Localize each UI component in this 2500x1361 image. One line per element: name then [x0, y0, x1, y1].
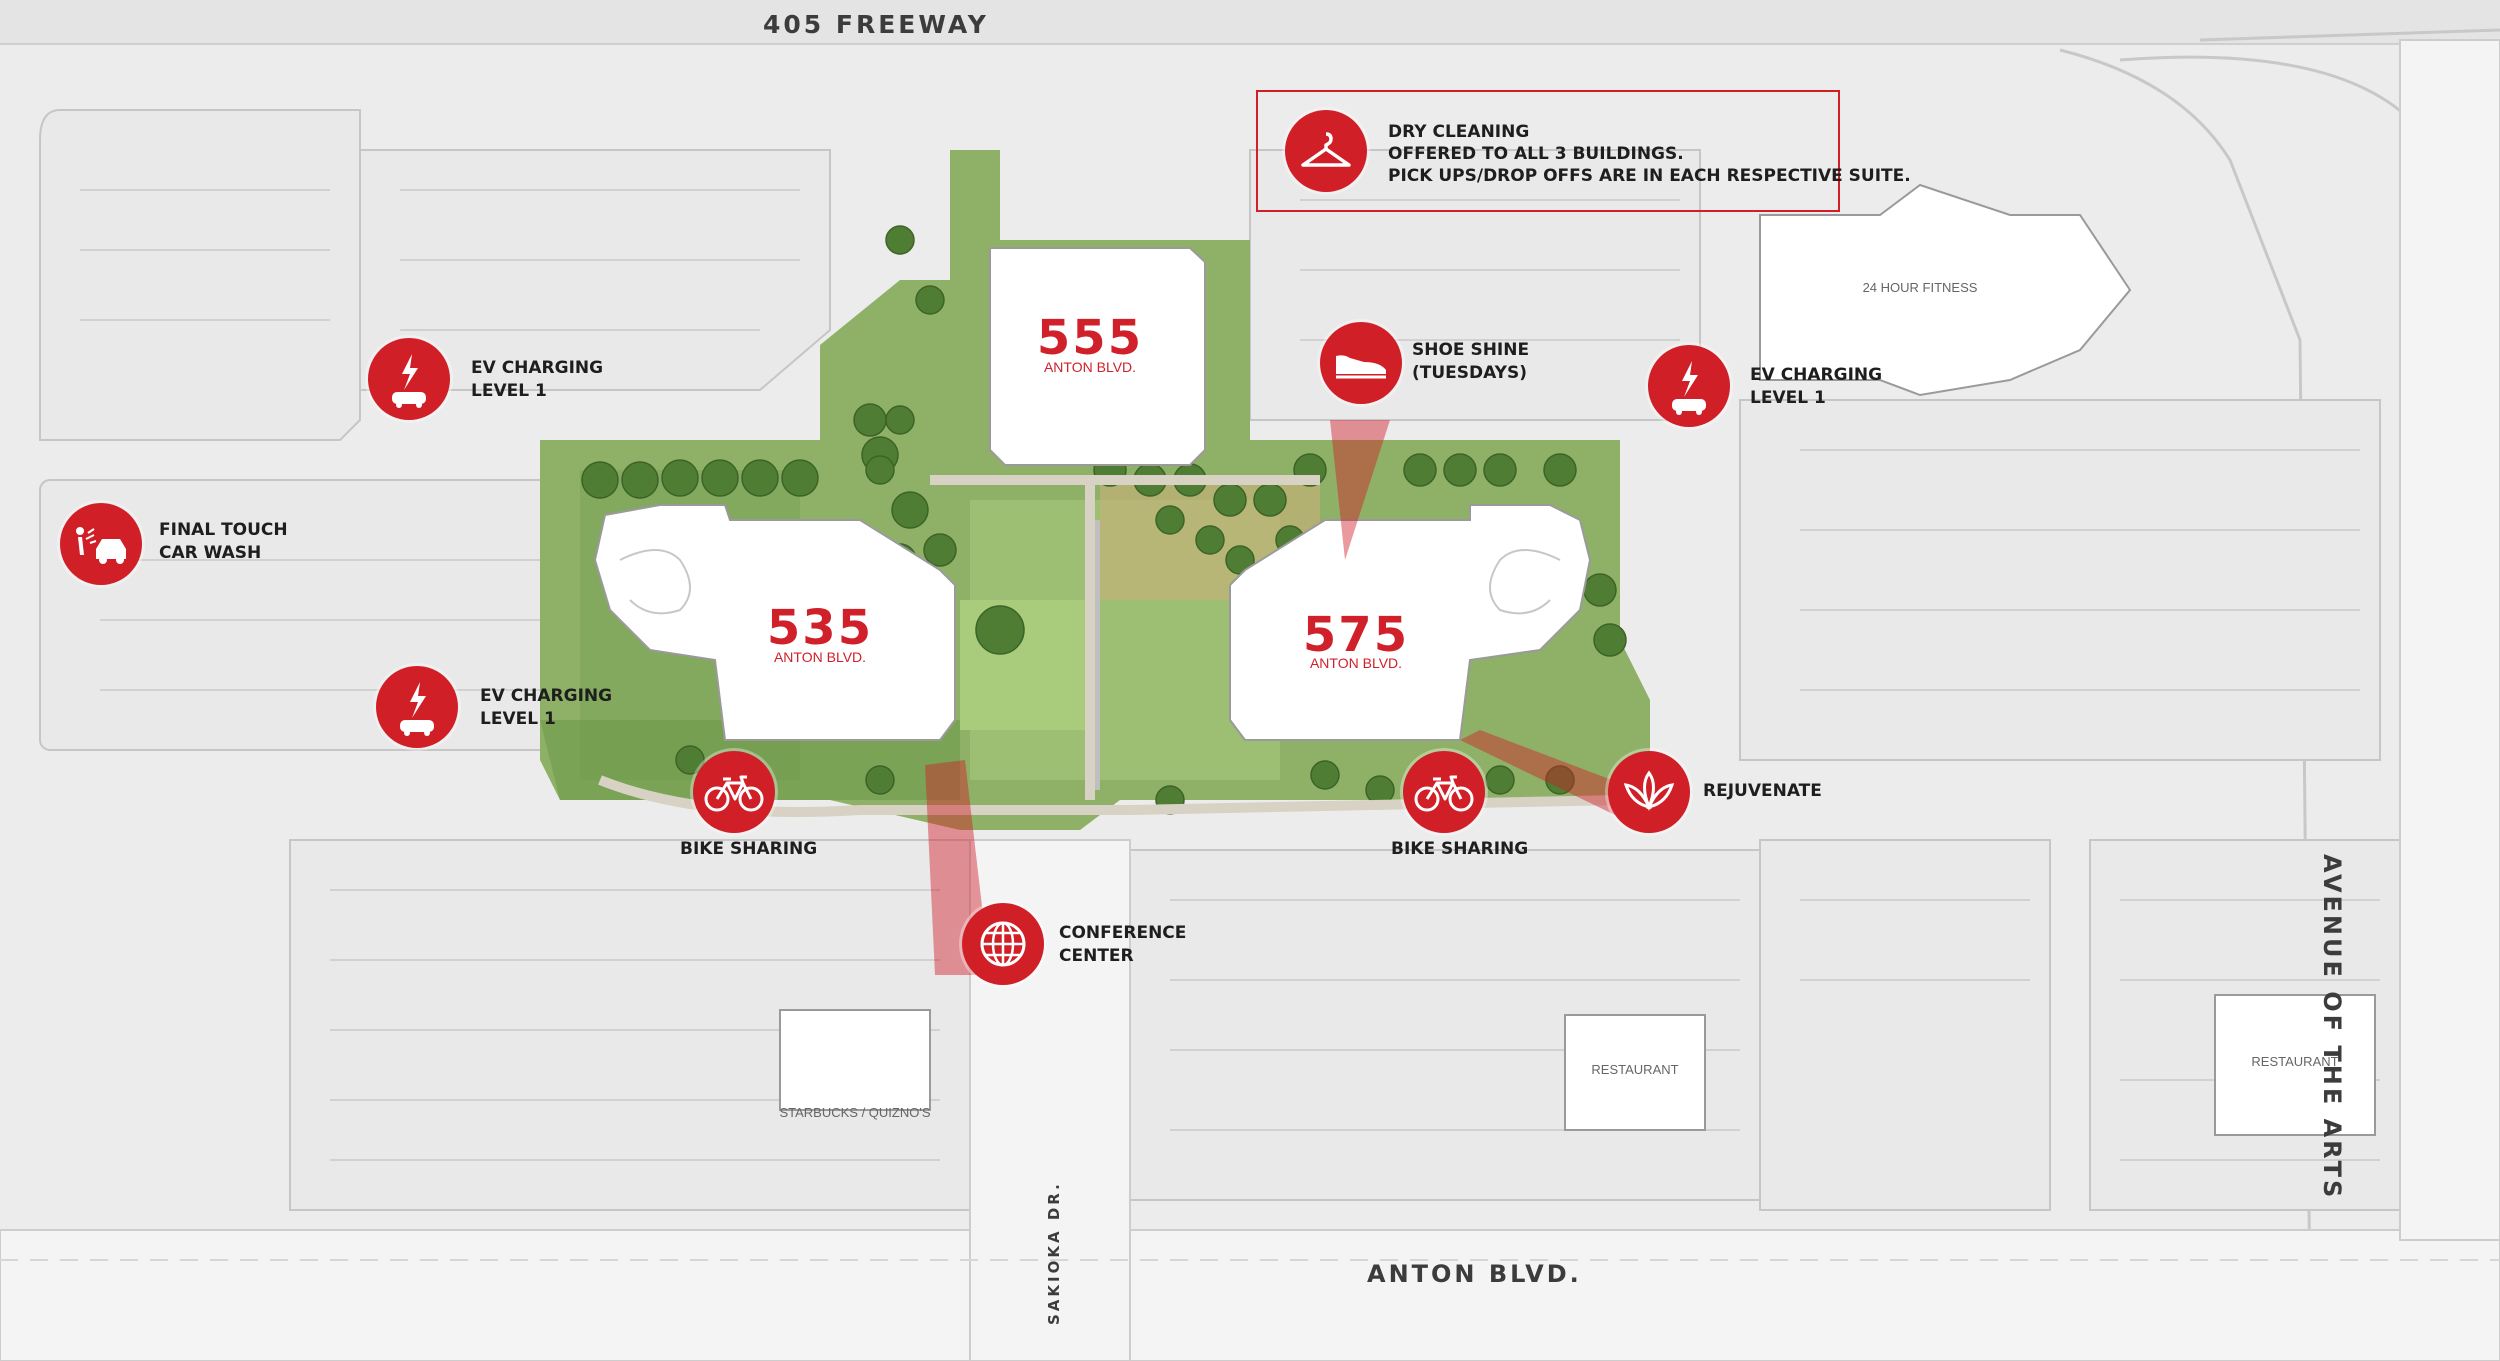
bicycle-icon[interactable]	[1403, 751, 1485, 833]
lotus-icon[interactable]	[1608, 751, 1690, 833]
dry-cleaning-line2: OFFERED TO ALL 3 BUILDINGS.	[1388, 144, 1684, 164]
rejuvenate-label: REJUVENATE	[1703, 781, 1822, 801]
starbucks-label: STARBUCKS / QUIZNO'S	[779, 1105, 931, 1120]
bicycle-icon[interactable]	[693, 751, 775, 833]
shoe-shine-label-1: SHOE SHINE	[1412, 340, 1530, 360]
ev-charging-right-label-2: LEVEL 1	[1750, 388, 1826, 408]
building-535-number: 535	[766, 600, 874, 656]
conference-center-label-2: CENTER	[1059, 946, 1134, 966]
anton-blvd-label: ANTON BLVD.	[1367, 1260, 1582, 1288]
ev-charging-bottom-label-1: EV CHARGING	[480, 686, 613, 706]
car-wash-label-2: CAR WASH	[159, 543, 262, 563]
building-575-street: ANTON BLVD.	[1309, 655, 1403, 671]
bike-sharing-left-label: BIKE SHARING	[680, 839, 818, 859]
ev-charging-bottom-label-2: LEVEL 1	[480, 709, 556, 729]
fitness-label: 24 HOUR FITNESS	[1862, 280, 1978, 295]
building-555-number: 555	[1036, 310, 1144, 366]
dry-cleaning-callout	[1256, 90, 1840, 212]
ev-charging-top-label-1: EV CHARGING	[471, 358, 604, 378]
restaurant-label-2: RESTAURANT	[2251, 1054, 2339, 1069]
car-wash-label-1: FINAL TOUCH	[159, 520, 288, 540]
ev-charging-right-label-1: EV CHARGING	[1750, 365, 1883, 385]
avenue-of-the-arts-label: AVENUE OF THE ARTS	[2318, 854, 2346, 1201]
ev-charging-top-label-2: LEVEL 1	[471, 381, 547, 401]
freeway-label: 405 FREEWAY	[763, 10, 989, 39]
building-575-number: 575	[1302, 607, 1410, 663]
ev-charging-icon[interactable]	[368, 338, 450, 420]
conference-center-label-1: CONFERENCE	[1059, 923, 1187, 943]
shoe-icon[interactable]	[1320, 322, 1402, 404]
hanger-icon[interactable]	[1285, 110, 1367, 192]
restaurant-label-1: RESTAURANT	[1591, 1062, 1679, 1077]
sakioka-label: SAKIOKA DR.	[1045, 1181, 1063, 1325]
dry-cleaning-line3: PICK UPS/DROP OFFS ARE IN EACH RESPECTIV…	[1388, 166, 1911, 186]
ev-charging-icon[interactable]	[376, 666, 458, 748]
bike-sharing-right-label: BIKE SHARING	[1391, 839, 1529, 859]
car-wash-icon[interactable]	[60, 503, 142, 585]
building-555-street: ANTON BLVD.	[1043, 359, 1137, 375]
shoe-shine-label-2: (TUESDAYS)	[1412, 363, 1527, 383]
globe-icon[interactable]	[962, 903, 1044, 985]
building-535-street: ANTON BLVD.	[773, 649, 867, 665]
ev-charging-icon[interactable]	[1648, 345, 1730, 427]
dry-cleaning-line1: DRY CLEANING	[1388, 122, 1530, 142]
